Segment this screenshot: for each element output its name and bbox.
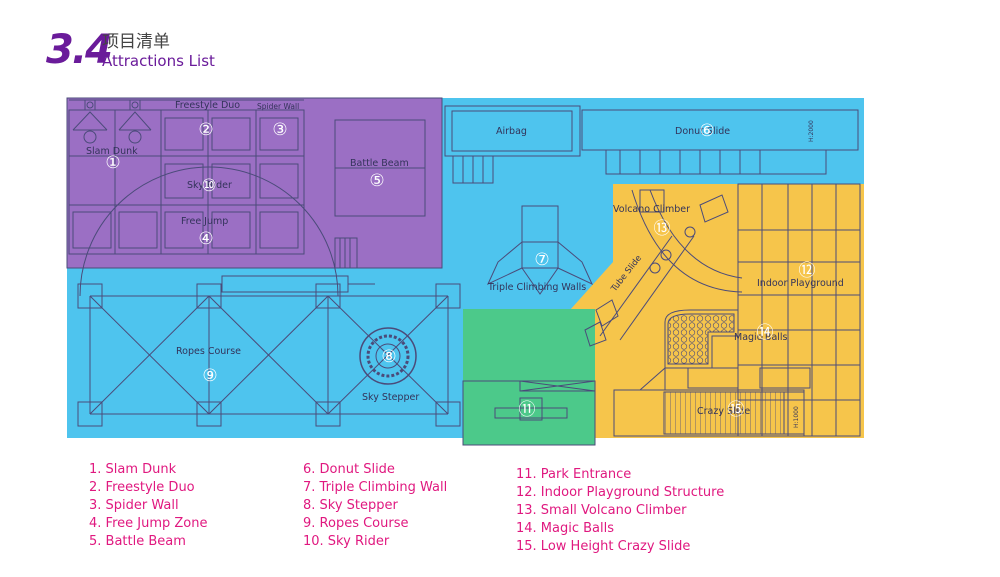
legend-item: 14. Magic Balls <box>516 521 615 536</box>
legend-item: 3. Spider Wall <box>89 498 179 513</box>
label-airbag: Airbag <box>496 126 527 137</box>
marker-5: ⑤ <box>369 171 384 191</box>
legend-item: 6. Donut Slide <box>303 462 395 477</box>
marker-8: ⑧ <box>381 347 396 367</box>
marker-15: ⑮ <box>728 400 745 420</box>
legend-item: 2. Freestyle Duo <box>89 480 195 495</box>
label-crazy-slide: Crazy Slide <box>697 406 750 417</box>
label-triple-climbing-walls: Triple Climbing Walls <box>487 282 586 293</box>
page-header: 3.4 项目清单 Attractions List <box>46 30 346 74</box>
marker-4: ④ <box>198 229 213 249</box>
label-slam-dunk: Slam Dunk <box>86 146 138 157</box>
page-title-cn: 项目清单 <box>102 32 170 52</box>
marker-11: ⑪ <box>519 400 536 420</box>
marker-12: ⑫ <box>799 261 816 281</box>
label-free-jump: Free Jump <box>181 216 228 227</box>
legend-item: 15. Low Height Crazy Slide <box>516 539 691 554</box>
legend-item: 13. Small Volcano Climber <box>516 503 687 518</box>
label-ropes-course: Ropes Course <box>176 346 241 357</box>
section-number: 3.4 <box>46 27 113 73</box>
legend-item: 7. Triple Climbing Wall <box>303 480 448 495</box>
legend-item: 4. Free Jump Zone <box>89 516 208 531</box>
legend-column-2: 6. Donut Slide 7. Triple Climbing Wall 8… <box>303 461 447 551</box>
label-battle-beam: Battle Beam <box>350 158 409 169</box>
marker-6: ⑥ <box>699 121 714 141</box>
label-volcano-climber: Volcano Climber <box>613 204 690 215</box>
legend-item: 5. Battle Beam <box>89 534 186 549</box>
marker-2: ② <box>198 120 213 140</box>
legend-item: 10. Sky Rider <box>303 534 390 549</box>
label-height-note-1: H:2000 <box>808 120 815 142</box>
marker-9: ⑨ <box>202 366 217 386</box>
label-donut-slide: Donut Slide <box>675 126 730 137</box>
plan-linework <box>66 97 861 446</box>
legend-column-3: 11. Park Entrance 12. Indoor Playground … <box>516 466 724 556</box>
marker-3: ③ <box>272 120 287 140</box>
marker-13: ⑬ <box>654 219 671 239</box>
label-indoor-playground: Indoor Playground <box>757 278 844 289</box>
marker-7: ⑦ <box>534 250 549 270</box>
marker-1: ① <box>105 153 120 173</box>
legend-item: 11. Park Entrance <box>516 467 632 482</box>
green-zone <box>463 309 595 445</box>
legend-column-1: 1. Slam Dunk 2. Freestyle Duo 3. Spider … <box>89 461 207 551</box>
legend-item: 9. Ropes Course <box>303 516 409 531</box>
yellow-zone <box>570 184 864 438</box>
legend-item: 8. Sky Stepper <box>303 498 398 513</box>
legend-item: 1. Slam Dunk <box>89 462 177 477</box>
marker-10: ⑩ <box>201 176 216 196</box>
label-height-note-2: H:1000 <box>793 406 800 428</box>
page-title-en: Attractions List <box>102 52 215 70</box>
label-freestyle-duo: Freestyle Duo <box>175 100 240 111</box>
label-sky-rider: Sky Rider <box>187 180 232 191</box>
label-spider-wall: Spider Wall <box>257 102 299 111</box>
label-sky-stepper: Sky Stepper <box>362 392 419 403</box>
marker-14: ⑭ <box>757 323 774 343</box>
purple-zone <box>67 98 442 268</box>
legend-item: 12. Indoor Playground Structure <box>516 485 725 500</box>
label-magic-balls: Magic Balls <box>734 332 788 343</box>
